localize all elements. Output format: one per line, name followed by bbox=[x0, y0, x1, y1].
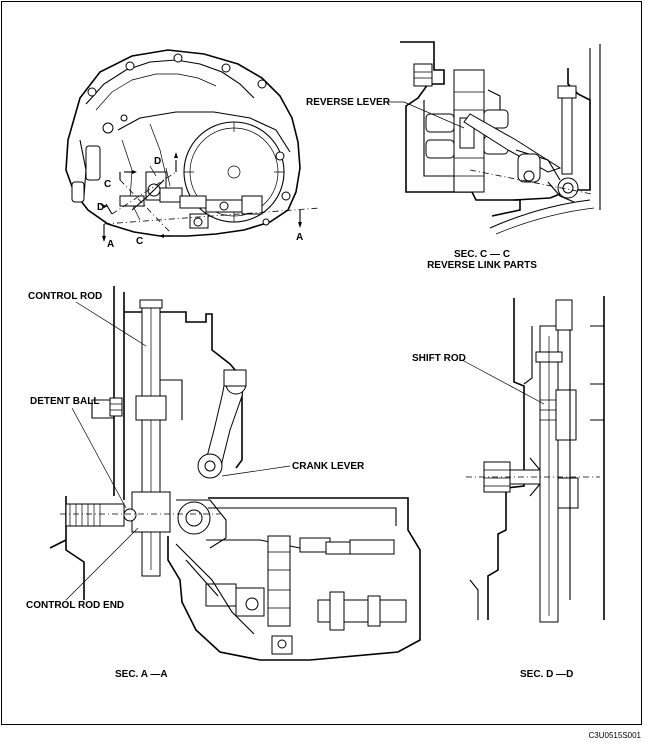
shift-rod-label: SHIFT ROD bbox=[412, 353, 466, 364]
section-d-d-view: SHIFT ROD SEC. D —D bbox=[412, 296, 605, 680]
crank-lever-label: CRANK LEVER bbox=[292, 461, 365, 472]
transaxle-case-overview: A A C C D D bbox=[65, 49, 321, 250]
figure-code: C3U0515S001 bbox=[589, 731, 642, 740]
marker-c-top: C bbox=[104, 179, 111, 190]
marker-d-top: D bbox=[154, 156, 161, 167]
sec-cc-caption: SEC. C — C bbox=[454, 249, 510, 260]
figure-frame bbox=[1, 1, 642, 725]
reverse-lever-label: REVERSE LEVER bbox=[306, 97, 391, 108]
marker-a-right: A bbox=[296, 232, 303, 243]
marker-c-bottom: C bbox=[136, 236, 143, 247]
section-c-c-view: REVERSE LEVER SEC. C — C REVERSE LINK PA… bbox=[306, 41, 601, 271]
marker-a-left: A bbox=[107, 239, 114, 250]
sec-cc-subcaption: REVERSE LINK PARTS bbox=[427, 260, 537, 271]
sec-aa-caption: SEC. A —A bbox=[115, 669, 168, 680]
detent-ball-label: DETENT BALL bbox=[30, 396, 99, 407]
sec-dd-caption: SEC. D —D bbox=[520, 669, 573, 680]
control-rod-label: CONTROL ROD bbox=[28, 291, 102, 302]
control-rod-end-label: CONTROL ROD END bbox=[26, 600, 124, 611]
section-a-a-view: CONTROL ROD DETENT BALL CRANK LEVER CONT… bbox=[26, 286, 421, 680]
marker-d-left: D bbox=[97, 202, 104, 213]
